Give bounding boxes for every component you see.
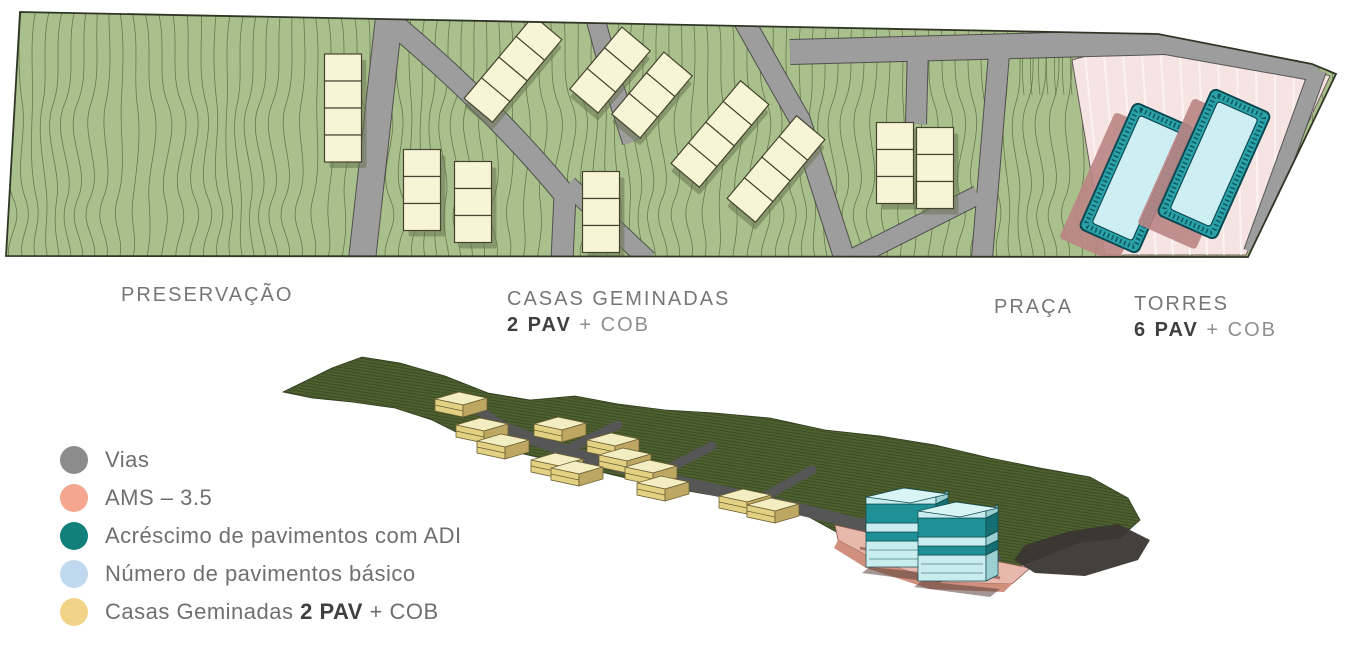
legend-item-pavimentos-basico: Número de pavimentos básico bbox=[60, 555, 462, 593]
zone-label-praca: PRAÇA bbox=[994, 296, 1073, 318]
legend-label: AMS – 3.5 bbox=[105, 485, 213, 510]
vias-swatch-icon bbox=[60, 446, 88, 474]
legend-label: Vias bbox=[105, 447, 150, 472]
legend-item-casas-geminadas: Casas Geminadas 2 PAV + COB bbox=[60, 593, 462, 631]
zone-label-torres: TORRES 6 PAV + COB bbox=[1134, 293, 1277, 341]
zone-label-casas-geminadas: CASAS GEMINADAS 2 PAV + COB bbox=[507, 288, 731, 336]
zone-label-preservacao: PRESERVAÇÃO bbox=[121, 284, 294, 306]
legend-item-ams: AMS – 3.5 bbox=[60, 479, 462, 517]
ams-swatch-icon bbox=[60, 484, 88, 512]
legend-label: Acréscimo de pavimentos com ADI bbox=[105, 523, 462, 548]
pavimentos-basico-swatch-icon bbox=[60, 560, 88, 588]
site-perspective-view bbox=[281, 356, 1150, 597]
legend: Vias AMS – 3.5 Acréscimo de pavimentos c… bbox=[60, 441, 462, 631]
legend-label: Número de pavimentos básico bbox=[105, 561, 416, 586]
legend-item-acrescimo-adi: Acréscimo de pavimentos com ADI bbox=[60, 517, 462, 555]
legend-label: Casas Geminadas 2 PAV + COB bbox=[105, 599, 439, 624]
casas-geminadas-swatch-icon bbox=[60, 598, 88, 626]
legend-item-vias: Vias bbox=[60, 441, 462, 479]
acrescimo-swatch-icon bbox=[60, 522, 88, 550]
site-plan-top-view bbox=[5, 11, 1338, 258]
